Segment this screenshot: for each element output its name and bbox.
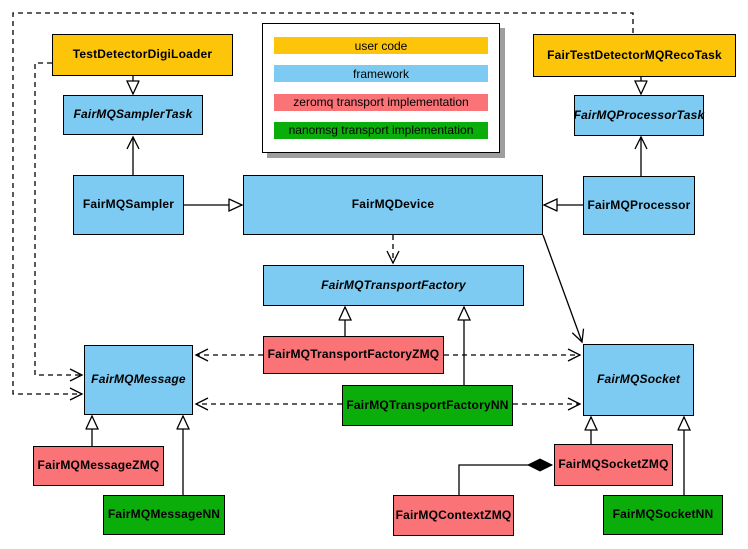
node-fairmq-socket-nn: FairMQSocketNN: [603, 495, 723, 535]
node-fair-test-detector-mq-reco-task: FairTestDetectorMQRecoTask: [533, 34, 736, 77]
legend-item-nanomsg: nanomsg transport implementation: [274, 121, 488, 139]
edge-dependency-recotask-message: [12, 12, 634, 401]
node-fairmq-message: FairMQMessage: [84, 345, 193, 415]
node-fairmq-device: FairMQDevice: [243, 175, 543, 235]
node-fairmq-transport-factory-zmq: FairMQTransportFactoryZMQ: [263, 336, 444, 374]
node-fairmq-processor-task: FairMQProcessorTask: [574, 95, 704, 136]
edge-composition-contextzmq-socketzmq: [458, 465, 552, 495]
edge-dependency-digiloader-message: [34, 62, 84, 382]
edge-association-device-socket: [542, 234, 585, 344]
node-fairmq-sampler-task: FairMQSamplerTask: [63, 95, 203, 135]
legend-item-zeromq: zeromq transport implementation: [274, 93, 488, 111]
node-fairmq-message-zmq: FairMQMessageZMQ: [33, 446, 164, 486]
node-fairmq-context-zmq: FairMQContextZMQ: [393, 495, 514, 536]
legend-item-framework: framework: [274, 65, 488, 83]
node-fairmq-transport-factory: FairMQTransportFactory: [263, 265, 524, 306]
legend-item-user-code: user code: [274, 37, 488, 54]
node-fairmq-processor: FairMQProcessor: [583, 176, 695, 235]
node-fairmq-message-nn: FairMQMessageNN: [103, 495, 225, 535]
node-fairmq-socket-zmq: FairMQSocketZMQ: [554, 444, 673, 486]
node-fairmq-transport-factory-nn: FairMQTransportFactoryNN: [342, 385, 513, 426]
node-test-detector-digi-loader: TestDetectorDigiLoader: [52, 34, 233, 76]
node-fairmq-sampler: FairMQSampler: [73, 175, 184, 235]
node-fairmq-socket: FairMQSocket: [583, 344, 694, 416]
legend: user code framework zeromq transport imp…: [262, 23, 500, 153]
